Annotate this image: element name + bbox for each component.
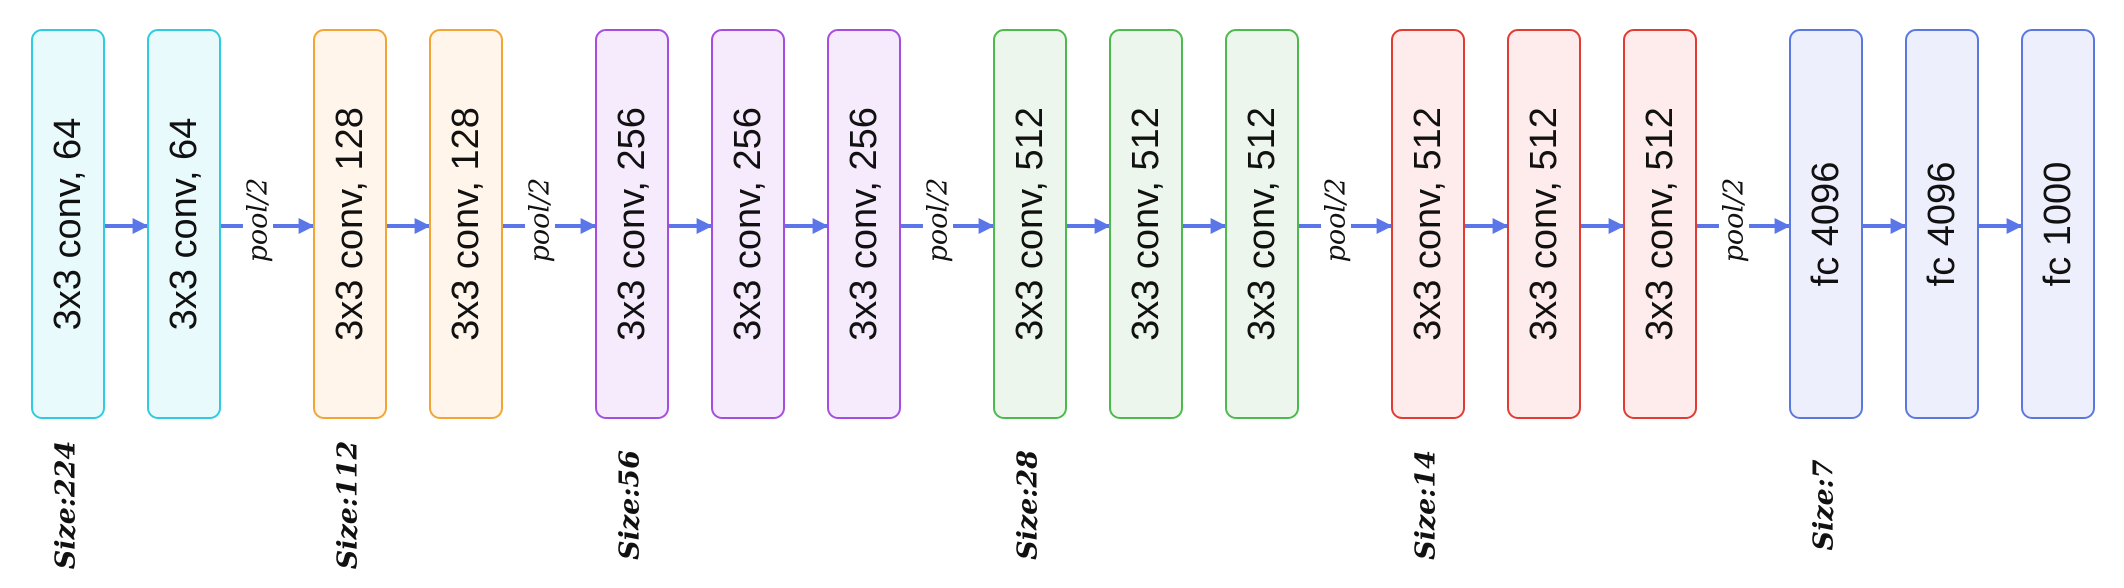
size-label: Size:224 — [51, 441, 82, 570]
pool-label: pool/2 — [1719, 178, 1750, 263]
layer-block: fc 1000 — [2021, 29, 2095, 419]
layer-label: 3x3 conv, 64 — [47, 118, 89, 331]
layer-block-box — [1789, 29, 1863, 419]
layer-block: 3x3 conv, 128 — [313, 29, 387, 419]
layer-label: 3x3 conv, 64 — [163, 118, 205, 331]
layer-block: 3x3 conv, 512 — [1623, 29, 1697, 419]
pool-label: pool/2 — [243, 178, 274, 263]
layer-block: 3x3 conv, 256 — [595, 29, 669, 419]
layer-block: 3x3 conv, 512 — [1225, 29, 1299, 419]
layer-block-box — [1623, 29, 1697, 419]
layer-label: 3x3 conv, 512 — [1639, 107, 1681, 341]
layer-block: 3x3 conv, 512 — [1109, 29, 1183, 419]
layer-label: fc 1000 — [2037, 162, 2079, 287]
layer-label: 3x3 conv, 512 — [1523, 107, 1565, 341]
layer-block-box — [313, 29, 387, 419]
pool-label: pool/2 — [1321, 178, 1352, 263]
layer-block: 3x3 conv, 64 — [147, 29, 221, 419]
layer-block-box — [711, 29, 785, 419]
layer-block-box — [993, 29, 1067, 419]
layer-block-box — [429, 29, 503, 419]
layer-label: 3x3 conv, 256 — [727, 107, 769, 341]
size-label: Size:14 — [1411, 450, 1442, 560]
layer-label: fc 4096 — [1805, 162, 1847, 287]
layer-label: 3x3 conv, 128 — [445, 107, 487, 341]
pool-label-background — [1719, 168, 1749, 272]
layer-label: 3x3 conv, 512 — [1241, 107, 1283, 341]
layer-block: 3x3 conv, 512 — [993, 29, 1067, 419]
layer-block: fc 4096 — [1905, 29, 1979, 419]
layer-block-box — [1225, 29, 1299, 419]
size-label: Size:7 — [1809, 459, 1840, 550]
layer-block-box — [147, 29, 221, 419]
layer-label: 3x3 conv, 128 — [329, 107, 371, 341]
pool-label-background — [525, 168, 555, 272]
layer-block-box — [595, 29, 669, 419]
pool-label: pool/2 — [525, 178, 556, 263]
layer-block: 3x3 conv, 256 — [711, 29, 785, 419]
layer-label: 3x3 conv, 512 — [1009, 107, 1051, 341]
layer-label: 3x3 conv, 256 — [843, 107, 885, 341]
layer-label: 3x3 conv, 512 — [1407, 107, 1449, 341]
layer-block: 3x3 conv, 64 — [31, 29, 105, 419]
layer-block-box — [1905, 29, 1979, 419]
pool-label-background — [1321, 168, 1351, 272]
size-label: Size:112 — [333, 441, 364, 570]
layer-block: 3x3 conv, 512 — [1391, 29, 1465, 419]
layer-block: 3x3 conv, 512 — [1507, 29, 1581, 419]
layer-block-box — [31, 29, 105, 419]
layer-block-box — [827, 29, 901, 419]
pool-label-background — [923, 168, 953, 272]
size-label: Size:28 — [1013, 450, 1044, 560]
layer-block-box — [2021, 29, 2095, 419]
pool-label-background — [243, 168, 273, 272]
pool-label: pool/2 — [923, 178, 954, 263]
layer-block-box — [1109, 29, 1183, 419]
layer-block-box — [1391, 29, 1465, 419]
layer-label: fc 4096 — [1921, 162, 1963, 287]
size-label: Size:56 — [615, 450, 646, 560]
layer-label: 3x3 conv, 512 — [1125, 107, 1167, 341]
layer-block: 3x3 conv, 128 — [429, 29, 503, 419]
layer-block-box — [1507, 29, 1581, 419]
layer-label: 3x3 conv, 256 — [611, 107, 653, 341]
layer-block: 3x3 conv, 256 — [827, 29, 901, 419]
layer-block: fc 4096 — [1789, 29, 1863, 419]
